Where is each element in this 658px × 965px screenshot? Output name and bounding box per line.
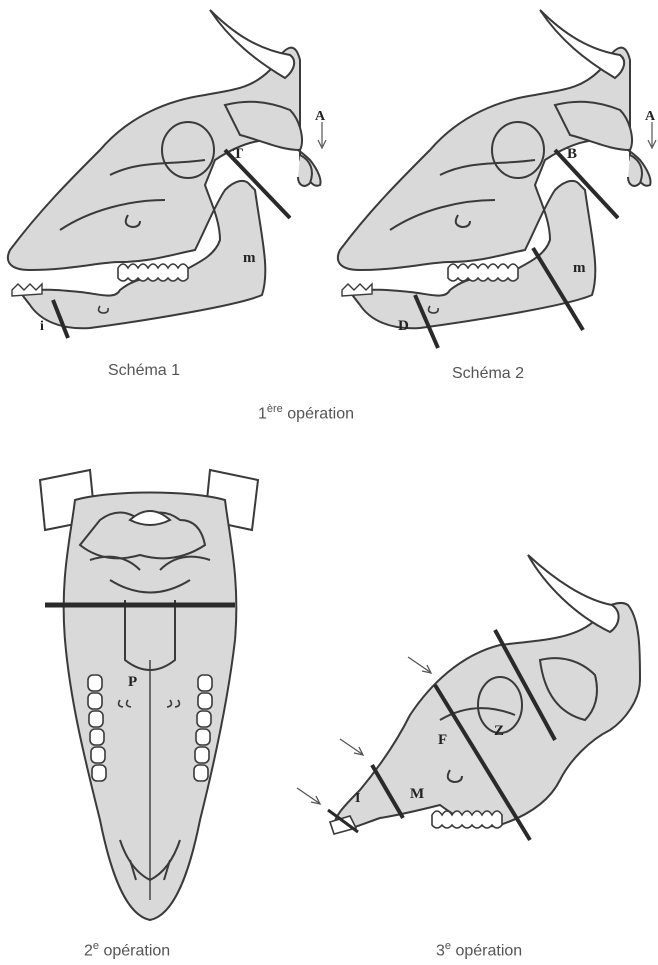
label-op2-P: P xyxy=(128,674,137,690)
op2-superscript: e xyxy=(93,940,99,952)
label-s1-m: m xyxy=(243,250,256,266)
op3-word: opération xyxy=(455,942,522,959)
op2-skull-ventral xyxy=(40,470,258,920)
caption-operation-3: 3e opération xyxy=(436,940,522,960)
op2-word: opération xyxy=(103,942,170,959)
op1-number: 1 xyxy=(258,405,267,422)
schema-2-skull xyxy=(338,10,656,348)
schema-1-skull xyxy=(8,10,326,338)
op3-skull xyxy=(297,555,640,840)
op1-superscript: ère xyxy=(267,403,283,415)
label-op3-F: F xyxy=(438,732,447,748)
label-op3-I: I xyxy=(355,791,360,806)
arrow-op3-1 xyxy=(408,657,430,672)
label-op3-M: M xyxy=(410,786,424,802)
label-s1-A: A xyxy=(315,109,326,124)
caption-operation-1: 1ère opération xyxy=(258,403,354,423)
label-op3-Z: Z xyxy=(494,723,504,739)
label-s1-T: T xyxy=(233,146,243,162)
caption-operation-2: 2e opération xyxy=(84,940,170,960)
arrow-op3-3 xyxy=(297,788,319,803)
op3-number: 3 xyxy=(436,942,445,959)
label-s2-A: A xyxy=(645,109,656,124)
label-s2-D: D xyxy=(398,318,409,334)
label-s2-m: m xyxy=(573,260,586,276)
op3-superscript: e xyxy=(445,940,451,952)
caption-schema-1: Schéma 1 xyxy=(108,362,180,380)
arrow-op3-2 xyxy=(340,739,362,754)
label-s2-B: B xyxy=(567,146,577,162)
op1-word: opération xyxy=(287,405,354,422)
caption-schema-2: Schéma 2 xyxy=(452,365,524,383)
op2-number: 2 xyxy=(84,942,93,959)
label-s1-i: i xyxy=(40,319,44,334)
